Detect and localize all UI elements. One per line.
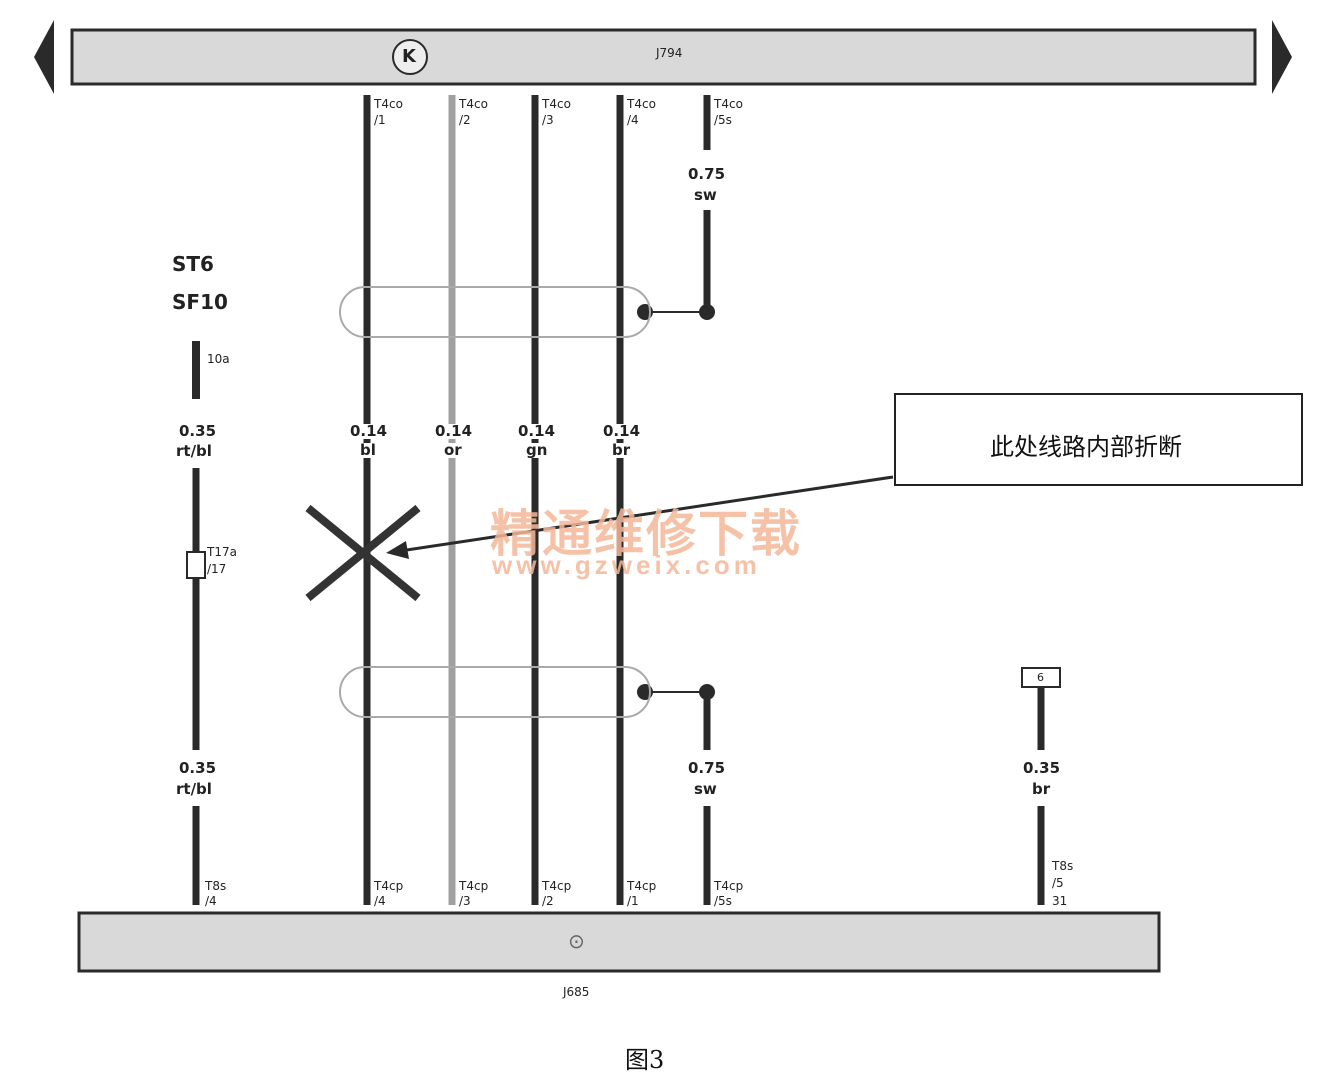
shield-node-top-right — [699, 304, 715, 320]
fuse-block — [192, 341, 200, 399]
ground-wire-color: br — [1032, 780, 1051, 798]
shield-size-bottom: 0.75 — [688, 759, 726, 777]
ground-wire-conn: T8s — [1052, 859, 1074, 873]
bottom-pin-5: /5s — [714, 894, 732, 908]
connector-t17a — [186, 551, 206, 579]
break-mark-b — [305, 504, 421, 602]
bus-wire-or-size: 0.14 — [433, 422, 475, 440]
left-wire-size-bottom: 0.35 — [179, 759, 217, 777]
top-conn-4: T4co — [627, 97, 656, 111]
watermark-title: 精通维修下载 — [490, 505, 802, 563]
top-pin-5: /5s — [714, 113, 732, 127]
bus-wire-br-size: 0.14 — [601, 422, 643, 440]
bottom-conn-4: T4cp — [627, 879, 657, 893]
top-module-name: J794 — [656, 46, 683, 60]
top-module-bar — [70, 28, 1257, 86]
callout-arrow-line — [399, 475, 894, 553]
bottom-conn-2: T4cp — [459, 879, 489, 893]
figure-caption: 图3 — [625, 1046, 665, 1074]
fuse-pin: 10a — [207, 352, 230, 366]
bottom-conn-5: T4cp — [714, 879, 744, 893]
bottom-module-bar — [77, 911, 1161, 973]
fuse-label-sf: SF10 — [172, 290, 228, 314]
shield-top — [339, 286, 651, 338]
shield-color-bottom: sw — [694, 780, 717, 798]
bus-wire-gn-color: gn — [524, 441, 550, 459]
ground-wire-size: 0.35 — [1023, 759, 1061, 777]
left-wire-bottom-pin: /4 — [205, 894, 217, 908]
scroll-right-arrow — [1272, 20, 1292, 94]
ground-tag-label: 6 — [1037, 671, 1044, 684]
bottom-conn-3: T4cp — [542, 879, 572, 893]
shield-color-top: sw — [694, 186, 717, 204]
top-pin-2: /2 — [459, 113, 471, 127]
ground-wire-pin2: 31 — [1052, 894, 1068, 908]
bottom-module-symbol: ⊙ — [568, 929, 585, 953]
shield-size-top: 0.75 — [688, 165, 726, 183]
scroll-left-arrow — [34, 20, 54, 94]
callout-box: 此处线路内部折断 — [894, 393, 1303, 486]
bottom-pin-2: /3 — [459, 894, 471, 908]
top-module-symbol-circle — [392, 39, 428, 75]
left-wire-bottom-conn: T8s — [205, 879, 227, 893]
top-module-symbol: K — [402, 46, 416, 67]
callout-text: 此处线路内部折断 — [990, 433, 1182, 461]
callout-arrowhead — [386, 541, 409, 559]
top-pin-1: /1 — [374, 113, 386, 127]
top-conn-1: T4co — [374, 97, 403, 111]
bottom-pin-4: /1 — [627, 894, 639, 908]
top-conn-5: T4co — [714, 97, 743, 111]
watermark-url: www.gzweix.com — [492, 550, 761, 580]
left-wire-color-bottom: rt/bl — [176, 780, 212, 798]
top-pin-3: /3 — [542, 113, 554, 127]
bottom-pin-1: /4 — [374, 894, 386, 908]
shield-bottom — [339, 666, 651, 718]
bus-wire-bl-color: bl — [358, 441, 378, 459]
fuse-label-st: ST6 — [172, 252, 214, 276]
bus-wire-bl-size: 0.14 — [348, 422, 390, 440]
bottom-pin-3: /2 — [542, 894, 554, 908]
top-pin-4: /4 — [627, 113, 639, 127]
bus-wire-br-color: br — [610, 441, 633, 459]
top-conn-2: T4co — [459, 97, 488, 111]
left-wire-size-top: 0.35 — [179, 422, 217, 440]
top-conn-3: T4co — [542, 97, 571, 111]
left-wire-connector: T17a — [207, 545, 237, 559]
bus-wire-or-color: or — [442, 441, 464, 459]
left-wire-color-top: rt/bl — [176, 442, 212, 460]
ground-wire-pin: /5 — [1052, 876, 1064, 890]
bottom-module-name: J685 — [563, 985, 590, 999]
bottom-conn-1: T4cp — [374, 879, 404, 893]
bus-wire-gn-size: 0.14 — [516, 422, 558, 440]
left-wire-connector-pin: /17 — [207, 562, 227, 576]
